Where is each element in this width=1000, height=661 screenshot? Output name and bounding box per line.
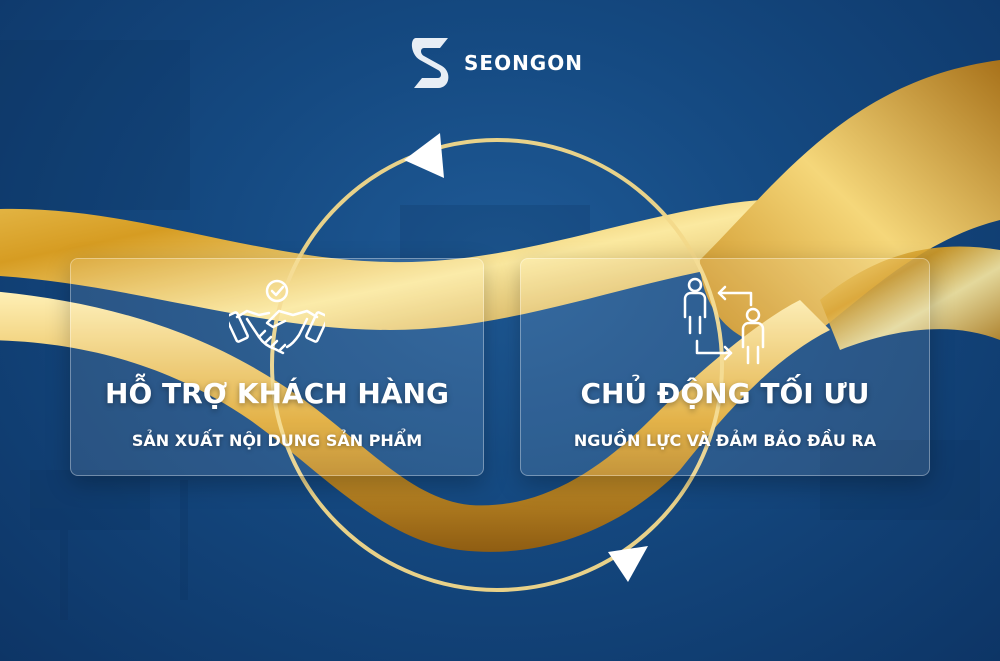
card-title: HỖ TRỢ KHÁCH HÀNG [105,377,449,410]
cycle-ring [270,133,724,592]
card-optimize-resources: CHỦ ĐỘNG TỐI ƯU NGUỒN LỰC VÀ ĐẢM BẢO ĐẦU… [520,258,930,476]
arrow-top-icon [404,133,444,178]
office-silhouette [0,40,980,620]
handshake-check-icon [229,279,325,355]
seongon-logo-icon [411,38,449,88]
brand-name: SEONGON [464,51,583,75]
card-subtitle: SẢN XUẤT NỘI DUNG SẢN PHẨM [131,431,423,450]
people-exchange-icon [683,277,765,365]
gold-ribbon [0,60,1000,552]
card-title: CHỦ ĐỘNG TỐI ƯU [580,377,870,410]
arrow-bottom-icon [608,546,648,582]
card-customer-support: HỖ TRỢ KHÁCH HÀNG SẢN XUẤT NỘI DUNG SẢN … [70,258,484,476]
card-subtitle: NGUỒN LỰC VÀ ĐẢM BẢO ĐẦU RA [573,431,877,450]
brand-logo: SEONGON [410,34,583,92]
